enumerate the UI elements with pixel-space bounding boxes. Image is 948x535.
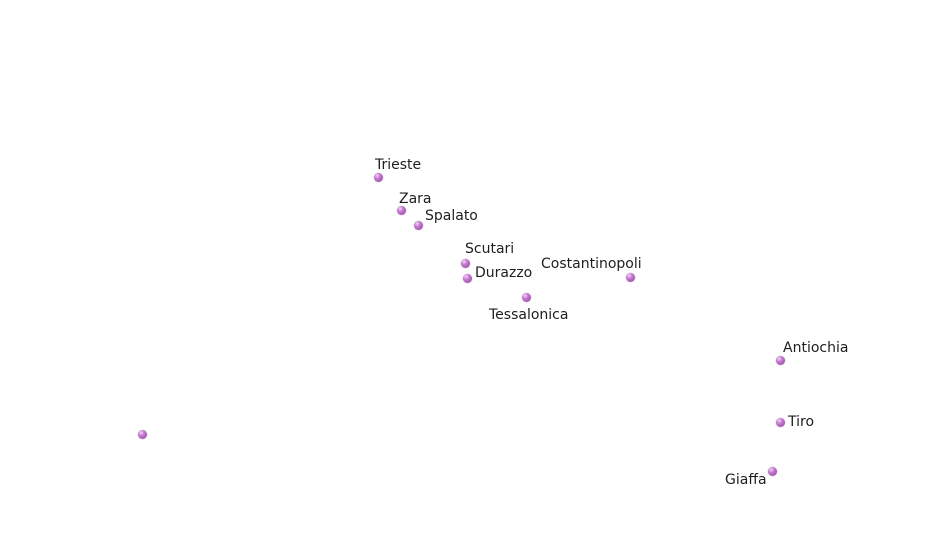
city-label: Costantinopoli (541, 256, 642, 272)
city-marker-icon[interactable] (463, 274, 472, 283)
city-label: Durazzo (475, 265, 533, 281)
city-label: Scutari (465, 241, 515, 257)
city-label: Zara (399, 191, 432, 207)
city-marker-icon[interactable] (626, 273, 635, 282)
city-label: Spalato (425, 208, 478, 224)
city-marker-icon[interactable] (461, 259, 470, 268)
city-marker-icon[interactable] (414, 221, 423, 230)
city-marker-icon[interactable] (768, 467, 777, 476)
city-marker-icon[interactable] (138, 430, 147, 439)
city-marker-icon[interactable] (776, 418, 785, 427)
city-label: Tiro (788, 414, 815, 430)
city-label: Antiochia (783, 340, 849, 356)
city-label: Tessalonica (489, 307, 569, 323)
city-label: Giaffa (725, 472, 767, 488)
city-marker-icon[interactable] (374, 173, 383, 182)
city-marker-icon[interactable] (397, 206, 406, 215)
city-marker-icon[interactable] (522, 293, 531, 302)
city-marker-icon[interactable] (776, 356, 785, 365)
city-label: Trieste (375, 157, 422, 173)
